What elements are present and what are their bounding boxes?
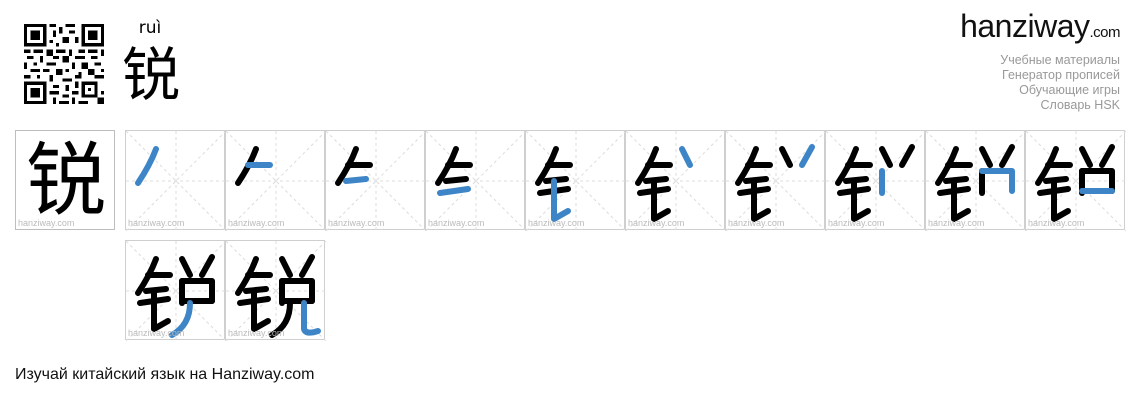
- full-character: 锐: [26, 134, 106, 227]
- full-character-cell: 锐 hanziway.com: [15, 130, 115, 230]
- stroke-step-drawing: [626, 131, 726, 231]
- stroke-step-drawing: [326, 131, 426, 231]
- qr-code: [24, 24, 104, 104]
- watermark: hanziway.com: [428, 218, 485, 228]
- logo-name: hanziway: [960, 8, 1090, 44]
- stroke-step-drawing: [726, 131, 826, 231]
- stroke-step-2: hanziway.com: [225, 130, 326, 231]
- nav-link-learning-games[interactable]: Обучающие игры: [1019, 83, 1120, 97]
- stroke-step-10: hanziway.com: [1025, 130, 1126, 231]
- watermark: hanziway.com: [1028, 218, 1085, 228]
- stroke-step-drawing: [426, 131, 526, 231]
- nav-link-study-materials[interactable]: Учебные материалы: [1000, 53, 1120, 67]
- watermark: hanziway.com: [328, 218, 385, 228]
- stroke-step-1: hanziway.com: [125, 130, 226, 231]
- watermark: hanziway.com: [18, 218, 75, 228]
- stroke-step-drawing: [226, 131, 326, 231]
- watermark: hanziway.com: [228, 218, 285, 228]
- stroke-step-drawing: [826, 131, 926, 231]
- site-logo[interactable]: hanziway.com: [960, 8, 1120, 45]
- stroke-step-drawing: [226, 241, 326, 341]
- nav-link-hsk-dictionary[interactable]: Словарь HSK: [1040, 98, 1120, 112]
- watermark: hanziway.com: [928, 218, 985, 228]
- stroke-step-drawing: [126, 241, 226, 341]
- stroke-step-drawing: [526, 131, 626, 231]
- stroke-step-drawing: [126, 131, 226, 231]
- stroke-step-9: hanziway.com: [925, 130, 1026, 231]
- stroke-step-4: hanziway.com: [425, 130, 526, 231]
- watermark: hanziway.com: [628, 218, 685, 228]
- main-character: 锐: [122, 41, 181, 109]
- stroke-step-3: hanziway.com: [325, 130, 426, 231]
- pinyin-label: ruì: [138, 18, 162, 38]
- stroke-step-drawing: [1026, 131, 1126, 231]
- stroke-step-12: hanziway.com: [225, 240, 326, 341]
- stroke-step-6: hanziway.com: [625, 130, 726, 231]
- stroke-step-11: hanziway.com: [125, 240, 226, 341]
- stroke-step-7: hanziway.com: [725, 130, 826, 231]
- stroke-step-8: hanziway.com: [825, 130, 926, 231]
- logo-tld: .com: [1089, 24, 1120, 41]
- nav-links: Учебные материалы Генератор прописей Обу…: [1000, 53, 1120, 113]
- watermark: hanziway.com: [128, 218, 185, 228]
- watermark: hanziway.com: [728, 218, 785, 228]
- stroke-step-5: hanziway.com: [525, 130, 626, 231]
- nav-link-worksheet-generator[interactable]: Генератор прописей: [1002, 68, 1120, 82]
- stroke-step-drawing: [926, 131, 1026, 231]
- watermark: hanziway.com: [528, 218, 585, 228]
- footer-text: Изучай китайский язык на Hanziway.com: [15, 366, 315, 383]
- watermark: hanziway.com: [128, 328, 185, 338]
- watermark: hanziway.com: [828, 218, 885, 228]
- watermark: hanziway.com: [228, 328, 285, 338]
